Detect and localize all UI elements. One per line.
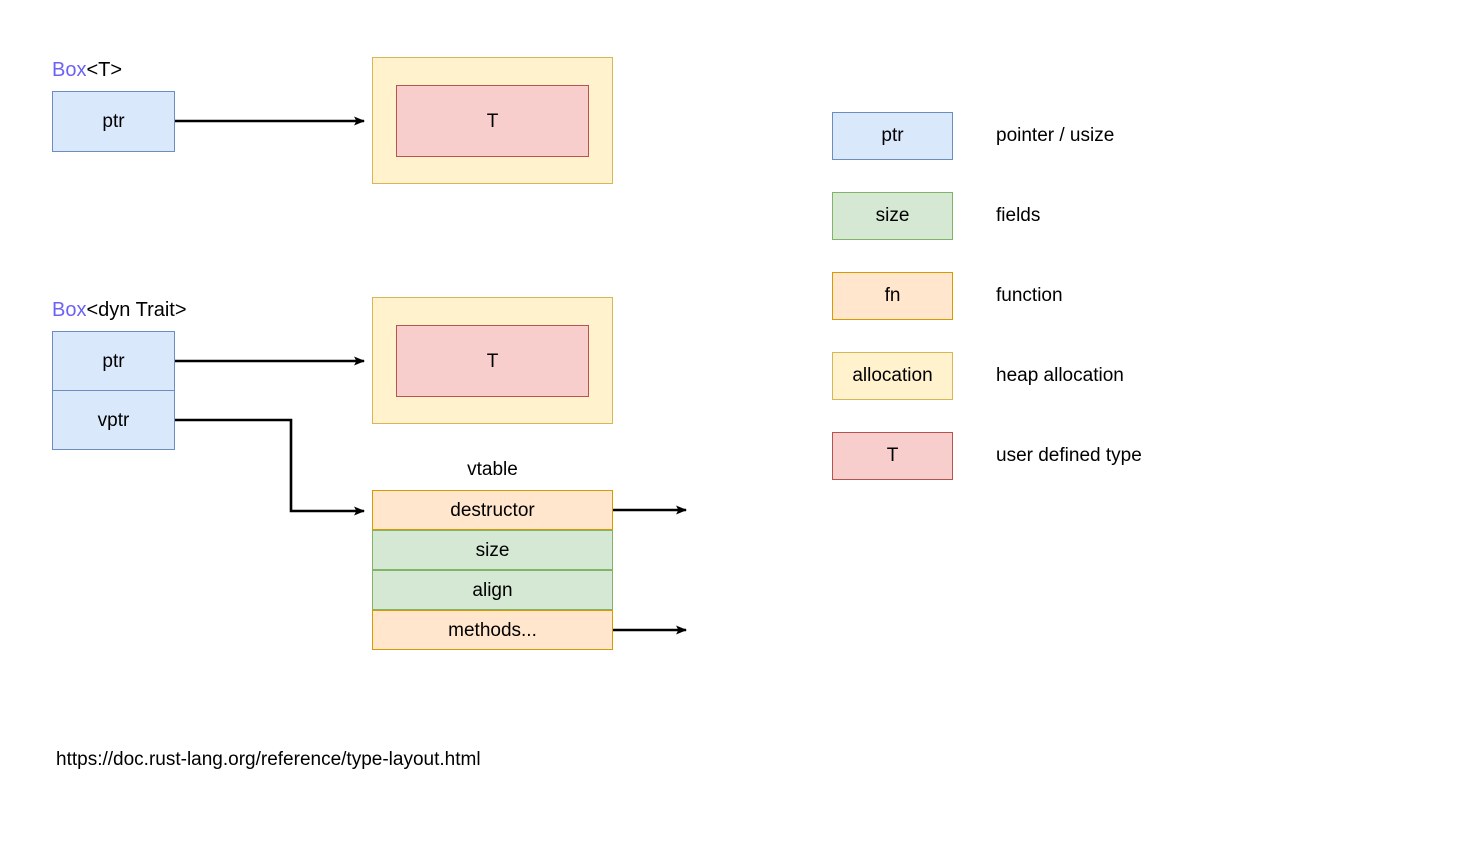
legend-desc-function: function <box>996 285 1063 306</box>
arrow-boxdyn-vptr-to-vtable <box>175 418 365 516</box>
vtable-row-align-label: align <box>472 579 513 601</box>
legend-swatch-ptr: ptr <box>832 112 953 160</box>
legend-swatch-fn: fn <box>832 272 953 320</box>
vtable-label-text: vtable <box>467 459 518 480</box>
legend-desc-user-defined-type: user defined type <box>996 445 1142 466</box>
legend-desc-heap-allocation: heap allocation <box>996 365 1124 386</box>
box-dyn-trait-ptr-label: ptr <box>102 350 125 372</box>
box-dyn-trait-ptr-cell[interactable]: ptr <box>52 331 175 391</box>
legend-desc-fields: fields <box>996 205 1041 226</box>
box-t-allocation-inner-label: T <box>486 110 499 132</box>
vtable-row-size[interactable]: size <box>372 530 613 570</box>
box-dyn-trait-title-generic: <dyn Trait> <box>86 299 187 321</box>
box-dyn-trait-allocation-inner-label: T <box>486 350 499 372</box>
box-dyn-trait-allocation-inner-type: T <box>396 325 589 397</box>
box-dyn-trait-vptr-cell[interactable]: vptr <box>52 390 175 450</box>
box-dyn-trait-title: Box<dyn Trait> <box>52 300 187 320</box>
vtable-row-destructor[interactable]: destructor <box>372 490 613 530</box>
vtable-row-destructor-label: destructor <box>450 499 535 521</box>
legend-swatch-allocation: allocation <box>832 352 953 400</box>
legend-swatch-ptr-label: ptr <box>881 125 904 146</box>
vtable-row-methods[interactable]: methods... <box>372 610 613 650</box>
vtable-row-align[interactable]: align <box>372 570 613 610</box>
box-t-ptr-cell[interactable]: ptr <box>52 91 175 152</box>
box-t-allocation-inner-type: T <box>396 85 589 157</box>
legend-swatch-allocation-label: allocation <box>852 365 933 386</box>
source-url-text: https://doc.rust-lang.org/reference/type… <box>56 749 481 770</box>
legend-swatch-user-type: T <box>832 432 953 480</box>
vtable-label: vtable <box>372 460 613 479</box>
vtable-row-methods-label: methods... <box>448 619 537 641</box>
legend-desc-ptr: pointer / usize <box>996 125 1115 146</box>
box-t-title-generic: <T> <box>86 59 123 81</box>
box-t-ptr-label: ptr <box>102 111 125 132</box>
vtable-row-size-label: size <box>475 539 510 561</box>
legend-swatch-size-label: size <box>875 205 910 226</box>
box-dyn-trait-title-keyword: Box <box>52 299 87 321</box>
legend-swatch-fn-label: fn <box>884 285 901 306</box>
legend-swatch-size: size <box>832 192 953 240</box>
box-t-title: Box<T> <box>52 60 122 80</box>
box-dyn-trait-vptr-label: vptr <box>97 409 130 431</box>
box-t-title-keyword: Box <box>52 59 87 81</box>
legend-swatch-user-type-label: T <box>886 445 899 466</box>
